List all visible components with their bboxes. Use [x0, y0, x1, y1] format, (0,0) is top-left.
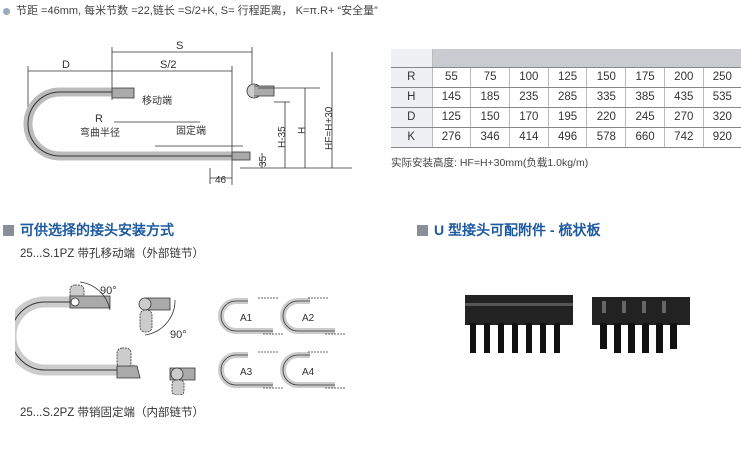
label-bend-radius: 弯曲半径: [80, 126, 120, 139]
table-cell: 220: [586, 107, 626, 128]
subtitle-1pz: 25...S.1PZ 带孔移动端（外部链节）: [20, 248, 205, 260]
label-h: H: [297, 127, 308, 134]
table-cell: 185: [470, 87, 510, 108]
table-cell: 578: [586, 127, 626, 148]
table-cell: 276: [431, 127, 471, 148]
table-cell: 660: [625, 127, 665, 148]
table-cell: 335: [586, 87, 626, 108]
table-cell: 150: [470, 107, 510, 128]
section-heading-comb-plate: U 型接头可配附件 - 梳状板: [417, 220, 600, 240]
square-bullet-icon: [3, 225, 14, 236]
label-s: S: [176, 40, 183, 52]
label-h-35: H-35: [277, 126, 288, 148]
table-cell: 414: [508, 127, 549, 148]
label-fixed-end: 固定端: [176, 124, 206, 137]
table-cell: 145: [431, 87, 471, 108]
table-cell: 320: [702, 107, 741, 128]
comb-plate-image-2: [592, 297, 690, 325]
table-cell: 100: [508, 67, 549, 88]
label-46: 46: [215, 175, 227, 186]
table-cell: 125: [547, 67, 587, 88]
table-cell: 195: [547, 107, 587, 128]
label-hf: HF=H+30: [324, 106, 335, 150]
label-s2: S/2: [160, 59, 177, 71]
table-cell: 535: [702, 87, 741, 108]
table-cell: 250: [702, 67, 741, 88]
label-35: 35: [258, 155, 269, 167]
table-cell: 75: [470, 67, 510, 88]
table-cell: 346: [470, 127, 510, 148]
table-cell: 496: [547, 127, 587, 148]
table-cell: 270: [663, 107, 704, 128]
spec-line: 节距 =46mm, 每米节数 =22,链长 =S/2+K, S= 行程距离， K…: [0, 2, 378, 18]
angle-label-2: 90°: [170, 329, 187, 341]
row-label: H: [391, 87, 432, 108]
table-cell: 285: [547, 87, 587, 108]
angle-label-1: 90°: [100, 285, 117, 297]
label-moving-end: 移动端: [142, 94, 172, 107]
row-label: K: [391, 127, 432, 148]
table-cell: 435: [663, 87, 704, 108]
joint-mounting-diagram: 90° 90°: [15, 281, 196, 395]
chain-dimension-diagram: S D S/2 R 弯曲半径 移动端 固定端 46 35 H-35 H HF=H…: [23, 40, 352, 186]
table-cell: 175: [625, 67, 665, 88]
mounting-variant-a1: A1: [218, 297, 284, 335]
label-r: R: [95, 113, 103, 125]
row-label: D: [391, 107, 432, 128]
mounting-variant-a2: A2: [280, 297, 346, 335]
variant-label: A2: [302, 313, 315, 324]
table-cell: 170: [508, 107, 549, 128]
table-cell: 235: [508, 87, 549, 108]
mounting-variant-a3: A3: [218, 351, 284, 389]
install-height-note: 实际安装高度: HF=H+30mm(负载1.0kg/m): [391, 157, 589, 169]
table-cell: 245: [625, 107, 665, 128]
table-cell: 200: [663, 67, 704, 88]
table-cell: 125: [431, 107, 471, 128]
variant-label: A4: [302, 367, 315, 378]
table-cell: 150: [586, 67, 626, 88]
variant-label: A3: [240, 367, 253, 378]
variant-label: A1: [240, 313, 253, 324]
mounting-variant-a4: A4: [280, 351, 346, 389]
table-cell: 55: [431, 67, 471, 88]
subtitle-2pz: 25...S.2PZ 带销固定端（内部链节）: [20, 407, 205, 419]
table-cell: 742: [663, 127, 704, 148]
bullet-icon: [3, 7, 10, 15]
section-heading-joint-options: 可供选择的接头安装方式: [3, 220, 174, 240]
comb-plate-images: [465, 295, 690, 353]
square-bullet-icon: [417, 225, 428, 236]
table-cell: 385: [625, 87, 665, 108]
table-cell: 920: [702, 127, 741, 148]
row-label: R: [391, 67, 432, 88]
label-d: D: [62, 59, 70, 71]
comb-plate-image-1: [465, 295, 573, 325]
